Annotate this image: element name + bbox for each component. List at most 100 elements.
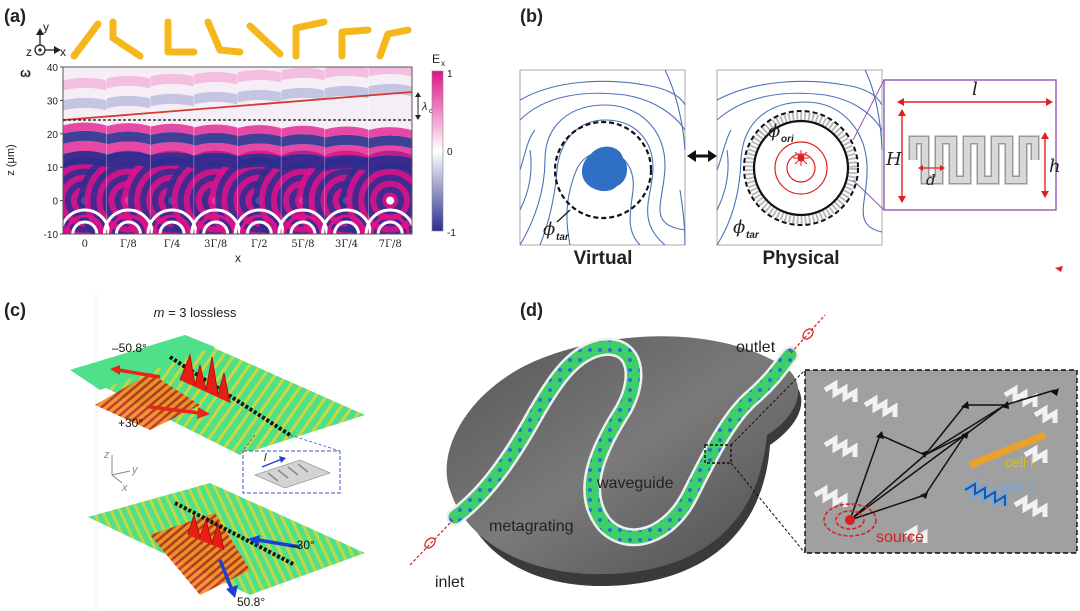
element-icon xyxy=(338,26,372,60)
label-waveguide: waveguide xyxy=(596,475,674,492)
field-ring xyxy=(114,220,142,234)
field-band xyxy=(281,67,325,81)
field-band xyxy=(106,151,151,168)
axis-y-glyph: y xyxy=(43,20,49,34)
field-ring xyxy=(364,208,412,234)
field-ring xyxy=(71,220,99,234)
field-plane-top xyxy=(70,335,365,455)
panel-label-a: (a) xyxy=(4,6,26,26)
field-band xyxy=(368,145,412,159)
field-ring xyxy=(376,220,404,234)
reflected-arrow-icon xyxy=(110,365,120,375)
incident-arrow-icon xyxy=(197,407,210,419)
axes-glyph-a: y z x ω xyxy=(20,20,66,80)
element-icon xyxy=(376,26,412,60)
field-ring xyxy=(289,220,317,234)
metagrating-line xyxy=(168,355,292,437)
label-metagrating: metagrating xyxy=(489,518,574,535)
element-icon xyxy=(70,20,102,60)
field-band xyxy=(237,125,282,137)
label-cell-1: cell I xyxy=(1005,454,1034,470)
field-band xyxy=(106,131,151,145)
field-band xyxy=(193,142,238,156)
axes-glyph-c xyxy=(111,455,131,484)
field-band xyxy=(150,152,194,169)
field-band xyxy=(368,155,412,172)
dim-H: H xyxy=(885,149,902,170)
axis-x-glyph: x xyxy=(60,45,66,59)
phi-tar-virtual: ϕ xyxy=(543,219,555,240)
colorbar-tick: 0 xyxy=(447,147,453,158)
phi-ori: ϕ xyxy=(768,121,780,142)
virtual-box: ϕ tar xyxy=(519,69,686,246)
field-band xyxy=(368,67,412,77)
field-band xyxy=(324,126,369,138)
phi-tar-physical: ϕ xyxy=(733,217,745,238)
panel-d: outlet waveguide metagrating inlet xyxy=(409,314,1078,591)
angle-top-bottom: +30° xyxy=(118,416,143,430)
angle-bottom-right: –30° xyxy=(290,538,315,552)
omega-glyph: ω xyxy=(20,65,31,80)
colorbar-tick: 1 xyxy=(447,69,453,80)
field-ring xyxy=(65,214,105,234)
field-band xyxy=(106,95,151,109)
element-icon xyxy=(204,18,244,56)
field-ring xyxy=(239,214,279,234)
field-ring xyxy=(386,196,395,205)
field-band xyxy=(237,69,282,83)
field-band xyxy=(281,134,325,148)
field-band xyxy=(237,133,282,147)
panel-label-d: (d) xyxy=(520,300,543,320)
unit-cell-detail: l H h d xyxy=(883,79,1061,211)
field-band xyxy=(63,122,107,134)
x-tick-label: 7Γ/8 xyxy=(379,239,402,250)
label-outlet: outlet xyxy=(736,339,776,356)
field-band xyxy=(281,125,325,138)
y-tick-label: 10 xyxy=(47,163,59,174)
field-band xyxy=(150,123,194,136)
incident-arrow-icon xyxy=(248,535,260,546)
field-peak xyxy=(179,353,231,404)
phase-gradient-line xyxy=(62,91,413,121)
phi-tar-sub-physical: tar xyxy=(746,230,760,241)
field-band xyxy=(324,154,369,172)
field-band xyxy=(63,97,107,111)
dim-l: l xyxy=(972,79,978,100)
field-ring xyxy=(370,214,410,234)
field-band xyxy=(324,85,369,99)
panel-b: ϕ tar Virtual ϕ ori ϕ tar Phy xyxy=(519,69,1063,272)
field-ring xyxy=(277,208,329,234)
field-band xyxy=(281,87,325,101)
zoom-inset xyxy=(804,369,1078,554)
field-band xyxy=(281,154,325,171)
y-tick-label: 40 xyxy=(47,63,59,74)
field-band xyxy=(150,93,194,107)
metagrating-line xyxy=(174,501,296,567)
field-peak xyxy=(187,513,225,551)
field-band xyxy=(368,127,412,139)
y-tick-label: 0 xyxy=(52,197,58,208)
field-band xyxy=(324,67,369,79)
x-tick-label: Γ/4 xyxy=(164,239,181,250)
field-ring xyxy=(321,208,373,234)
colorbar-title: E xyxy=(432,52,440,66)
field-band xyxy=(150,132,194,146)
label-inlet: inlet xyxy=(435,574,465,591)
field-ring xyxy=(245,220,273,234)
field-ring xyxy=(158,220,186,234)
element-icon xyxy=(164,18,198,56)
field-ring xyxy=(196,214,236,234)
x-tick-label: 0 xyxy=(82,239,88,250)
field-band xyxy=(106,75,151,89)
field-ring xyxy=(152,214,192,234)
colorbar xyxy=(431,70,444,232)
phi-ori-sub: ori xyxy=(781,134,794,145)
lambda-sub: o xyxy=(429,108,433,115)
field-band xyxy=(324,134,369,148)
y-tick-label: 30 xyxy=(47,96,59,107)
y-tick-label: 20 xyxy=(47,130,59,141)
colorbar-tick: -1 xyxy=(447,228,456,239)
